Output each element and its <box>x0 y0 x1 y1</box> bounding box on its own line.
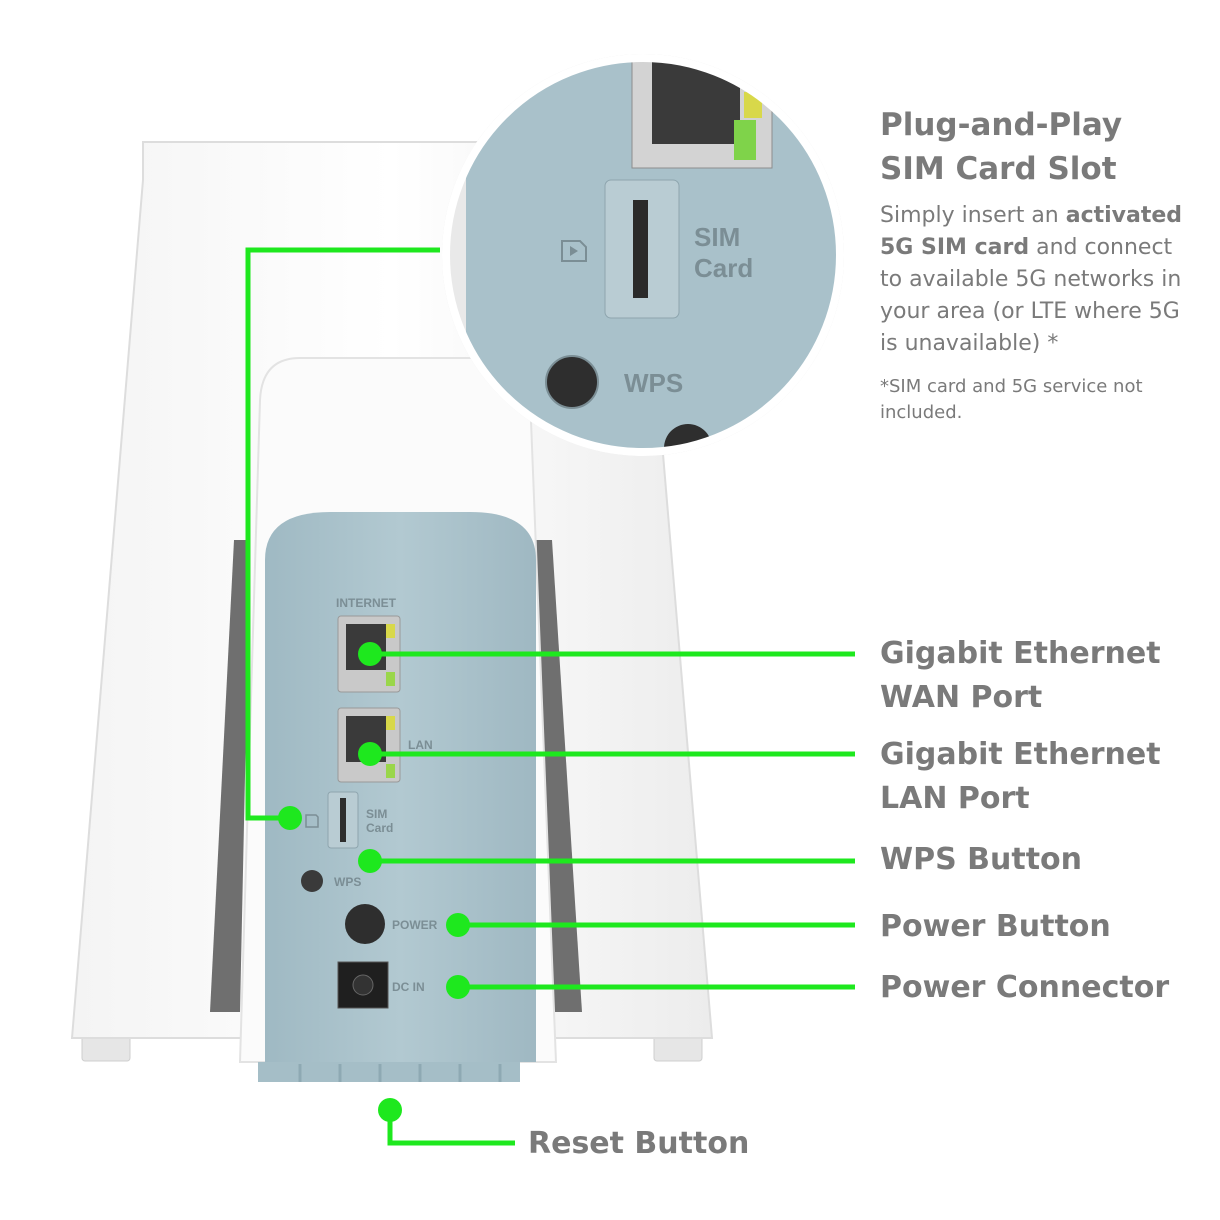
vent-slots <box>298 1064 502 1082</box>
card-label: Card <box>366 821 393 835</box>
zoom-sim-opening <box>633 200 648 298</box>
desc-bold2: 5G SIM card <box>880 235 1030 260</box>
dc-in-pin <box>352 974 374 996</box>
desc-part1: Simply insert an <box>880 203 1066 228</box>
power-button-label: Power Button <box>880 909 1111 944</box>
lan-port-label: Gigabit Ethernet LAN Port <box>880 733 1161 821</box>
lan-port-label-line2: LAN Port <box>880 781 1030 816</box>
reset-button-label: Reset Button <box>528 1126 750 1161</box>
reset-dot <box>378 1098 402 1122</box>
reset-leader <box>387 1110 515 1146</box>
lan-port-label-line1: Gigabit Ethernet <box>880 737 1161 772</box>
power-label: POWER <box>392 918 438 932</box>
desc-part2: and connect to available 5G networks in … <box>880 235 1182 356</box>
wps-button <box>301 870 323 892</box>
wps-button-label: WPS Button <box>880 842 1083 877</box>
sim-label: SIM <box>366 807 387 821</box>
wps-dot <box>358 849 382 873</box>
lan-label: LAN <box>408 738 433 752</box>
power-connector-label: Power Connector <box>880 970 1170 1005</box>
sim-slot-title: Plug-and-Play SIM Card Slot <box>880 103 1200 191</box>
sim-leader <box>245 247 440 821</box>
leader-lines <box>245 247 855 1146</box>
sim-slot-description: Simply insert an activated 5G SIM card a… <box>880 200 1195 360</box>
leader-dots <box>278 642 470 1122</box>
sim-icon <box>305 814 319 828</box>
dc-in-label: DC IN <box>392 980 425 994</box>
power-button <box>345 904 385 944</box>
sim-dot <box>278 806 302 830</box>
power-dot <box>446 913 470 937</box>
desc-bold1: activated <box>1065 203 1183 228</box>
side-vent-right <box>536 540 582 1012</box>
sim-slot-opening <box>340 798 346 842</box>
wan-port-label-line2: WAN Port <box>880 680 1043 715</box>
wan-port-label: Gigabit Ethernet WAN Port <box>880 632 1161 720</box>
connector-dot <box>446 975 470 999</box>
rear-vent-base <box>258 1062 520 1082</box>
sim-footnote: *SIM card and 5G service not included. <box>880 376 1143 423</box>
wps-label: WPS <box>334 875 361 889</box>
zoom-sim-icon <box>561 240 587 262</box>
zoom-sim-label: SIM <box>694 222 740 252</box>
zoom-card-label: Card <box>694 253 753 283</box>
side-vent-left <box>210 540 250 1012</box>
lan-dot <box>358 742 382 766</box>
wan-dot <box>358 642 382 666</box>
zoom-wps-label: WPS <box>624 368 683 398</box>
zoom-wps-button <box>545 355 599 409</box>
wan-port-label-line1: Gigabit Ethernet <box>880 636 1161 671</box>
internet-label: INTERNET <box>336 596 397 610</box>
sim-slot-title-line1: Plug-and-Play <box>880 107 1123 143</box>
sim-slot-title-line2: SIM Card Slot <box>880 151 1117 187</box>
